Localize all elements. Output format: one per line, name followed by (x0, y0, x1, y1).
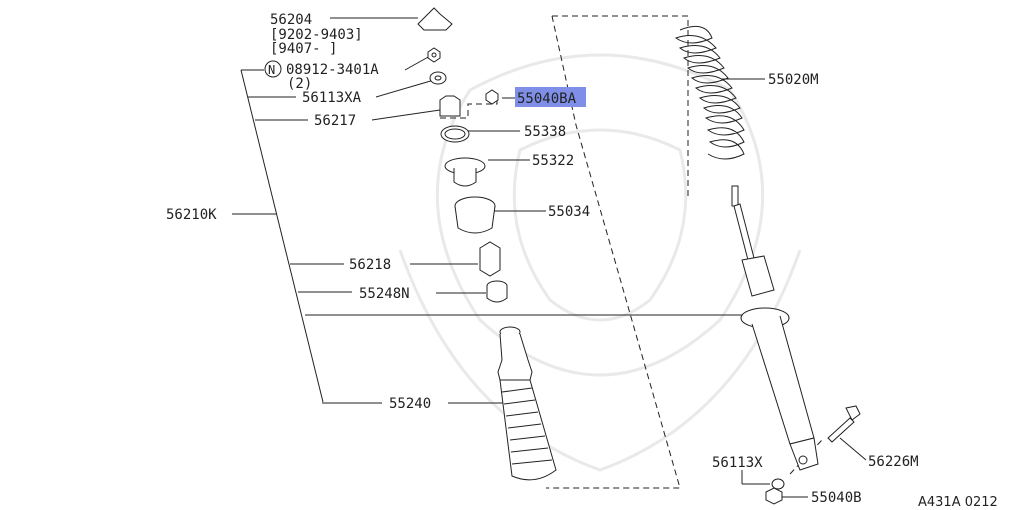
part-strut-shock-absorber[interactable] (731, 185, 819, 471)
label-55034[interactable]: 55034 (548, 204, 590, 220)
label-56204-range1: [9202-9403] (270, 27, 363, 43)
diagram-code: A431A 0212 (918, 495, 998, 510)
part-55338-gasket[interactable] (440, 125, 470, 143)
part-08912-nut[interactable] (427, 47, 441, 63)
leader-lines (330, 17, 867, 498)
part-56113xa-washer[interactable] (429, 71, 447, 85)
label-55248n[interactable]: 55248N (359, 286, 410, 302)
label-55040b[interactable]: 55040B (811, 490, 862, 506)
part-56226m-bolt[interactable] (827, 405, 861, 443)
watermark-emblem (398, 53, 802, 472)
part-55240-boot[interactable] (497, 326, 557, 481)
part-55040b-nut[interactable] (765, 487, 783, 505)
label-55322[interactable]: 55322 (532, 153, 574, 169)
label-55240[interactable]: 55240 (389, 396, 431, 412)
label-56113xa[interactable]: 56113XA (302, 90, 362, 106)
part-55248n-seat[interactable] (486, 280, 508, 303)
label-55020m[interactable]: 55020M (768, 72, 819, 88)
label-56218[interactable]: 56218 (349, 257, 391, 273)
label-56204-range2: [9407- ] (270, 41, 337, 57)
bracket-56210k (232, 69, 742, 404)
part-56218-bushing[interactable] (479, 241, 501, 277)
n-symbol: N (268, 63, 275, 77)
n-symbol-circle (264, 60, 282, 78)
dash-nut-link (440, 100, 498, 119)
label-56226m[interactable]: 56226M (868, 454, 919, 470)
highlight-box (515, 87, 586, 107)
label-56217[interactable]: 56217 (314, 113, 356, 129)
part-55040ba-nut[interactable] (485, 89, 499, 105)
part-56204-bound-bumper[interactable] (417, 7, 453, 31)
label-08912-3401a[interactable]: 08912-3401A (286, 62, 379, 78)
part-55020m-coil-spring[interactable] (674, 25, 745, 160)
label-56113x[interactable]: 56113X (712, 455, 763, 471)
part-56113x-washer[interactable] (771, 478, 785, 490)
label-55338[interactable]: 55338 (524, 124, 566, 140)
label-55040ba[interactable]: 55040BA (517, 91, 577, 107)
label-56204[interactable]: 56204 (270, 12, 312, 28)
assembly-outline (546, 15, 689, 489)
part-55322-mount[interactable] (444, 157, 486, 187)
part-56217-bushing[interactable] (439, 95, 461, 117)
part-55034-insulator[interactable] (454, 196, 496, 234)
label-08912-qty: (2) (287, 76, 312, 92)
label-56210k[interactable]: 56210K (166, 207, 217, 223)
